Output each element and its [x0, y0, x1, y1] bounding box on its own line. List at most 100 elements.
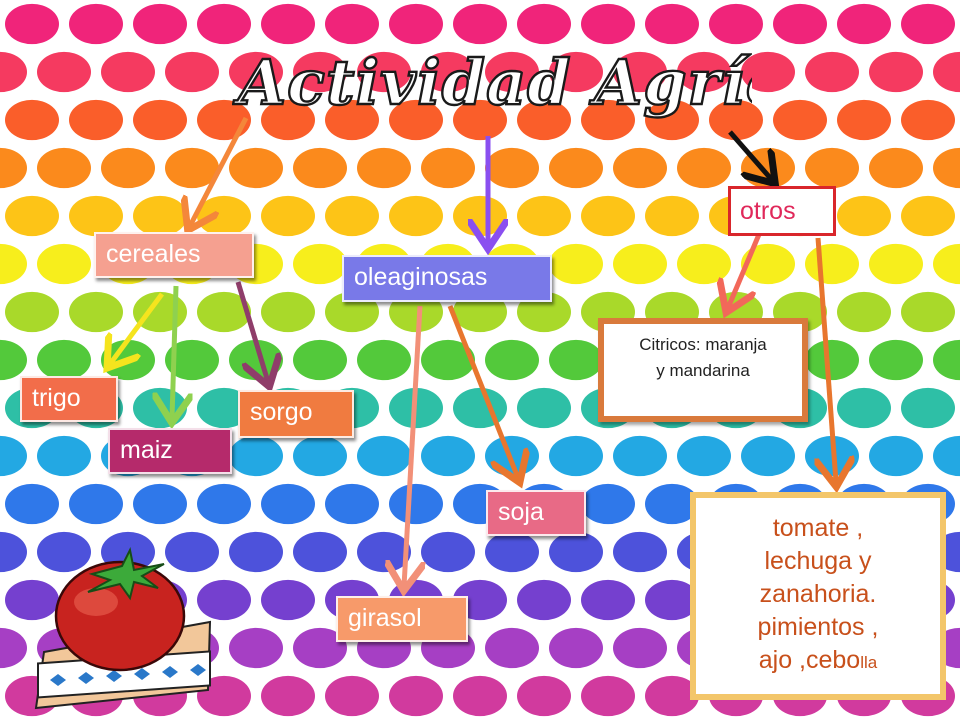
background-dot — [805, 147, 859, 189]
background-dot — [549, 435, 603, 477]
background-dot — [165, 339, 219, 381]
background-dot — [581, 483, 635, 525]
citricos-line-1: Citricos: maranja — [639, 335, 767, 354]
background-dot — [197, 387, 251, 429]
background-dot — [37, 51, 91, 93]
background-dot — [5, 3, 59, 45]
background-dot — [869, 51, 923, 93]
background-dot — [933, 339, 960, 381]
background-dot — [261, 675, 315, 717]
node-soja: soja — [486, 490, 586, 536]
background-dot — [293, 531, 347, 573]
background-dot — [197, 579, 251, 621]
background-dot — [261, 579, 315, 621]
background-dot — [0, 627, 27, 669]
background-dot — [0, 339, 27, 381]
verduras-line-5-main: ajo ,cebo — [758, 646, 861, 674]
background-dot — [933, 243, 960, 285]
background-dot — [293, 243, 347, 285]
background-dot — [357, 51, 411, 93]
background-dot — [581, 99, 635, 141]
background-dot — [293, 147, 347, 189]
background-dot — [293, 51, 347, 93]
background-dot — [389, 195, 443, 237]
background-dot — [0, 51, 27, 93]
background-dot — [357, 147, 411, 189]
background-dot — [261, 291, 315, 333]
verduras-line-1: tomate , — [772, 514, 864, 542]
node-sorgo: sorgo — [238, 390, 354, 438]
background-dot — [261, 99, 315, 141]
background-dot — [517, 675, 571, 717]
background-dot — [325, 99, 379, 141]
background-dot — [549, 339, 603, 381]
background-dot — [645, 3, 699, 45]
background-dot — [645, 579, 699, 621]
verduras-line-2: lechuga y — [764, 547, 872, 575]
background-dot — [709, 3, 763, 45]
background-dot — [645, 195, 699, 237]
background-dot — [69, 99, 123, 141]
background-dot — [293, 435, 347, 477]
background-dot — [165, 51, 219, 93]
background-dot — [709, 99, 763, 141]
background-dot — [325, 3, 379, 45]
background-dot — [0, 435, 27, 477]
background-dot — [229, 147, 283, 189]
node-trigo: trigo — [20, 376, 118, 422]
node-citricos: Citricos: maranja y mandarina — [598, 318, 808, 422]
background-dot — [69, 291, 123, 333]
tomato-highlight — [74, 588, 118, 616]
background-dot — [453, 387, 507, 429]
background-dot — [5, 99, 59, 141]
background-dot — [581, 579, 635, 621]
background-dot — [901, 387, 955, 429]
background-dot — [901, 99, 955, 141]
background-dot — [453, 675, 507, 717]
tomato-clipart — [34, 546, 212, 710]
background-dot — [5, 579, 59, 621]
background-dot — [613, 51, 667, 93]
background-dot — [485, 435, 539, 477]
background-dot — [901, 195, 955, 237]
node-girasol: girasol — [336, 596, 468, 642]
background-dot — [677, 51, 731, 93]
background-dot — [357, 531, 411, 573]
background-dot — [197, 291, 251, 333]
background-dot — [869, 339, 923, 381]
background-dot — [549, 51, 603, 93]
background-dot — [37, 339, 91, 381]
verduras-line-5-small: lla — [860, 653, 878, 672]
background-dot — [869, 435, 923, 477]
background-dot — [101, 339, 155, 381]
background-dot — [5, 291, 59, 333]
background-dot — [741, 243, 795, 285]
background-dot — [229, 531, 283, 573]
background-dot — [133, 483, 187, 525]
background-dot — [677, 243, 731, 285]
background-dot — [261, 195, 315, 237]
background-dot — [933, 147, 960, 189]
background-dot — [933, 435, 960, 477]
background-dot — [485, 51, 539, 93]
background-dot — [485, 339, 539, 381]
background-dot — [389, 3, 443, 45]
background-dot — [517, 387, 571, 429]
verduras-line-3: zanahoria. — [759, 580, 877, 608]
background-dot — [613, 627, 667, 669]
background-dot — [133, 3, 187, 45]
background-dot — [645, 675, 699, 717]
background-dot — [197, 195, 251, 237]
background-dot — [69, 195, 123, 237]
background-dot — [581, 195, 635, 237]
background-dot — [805, 243, 859, 285]
background-dot — [389, 483, 443, 525]
background-dot — [389, 99, 443, 141]
background-dot — [677, 147, 731, 189]
background-dot — [645, 483, 699, 525]
background-dot — [325, 195, 379, 237]
background-dot — [229, 435, 283, 477]
background-dot — [773, 99, 827, 141]
background-dot — [229, 627, 283, 669]
background-dot — [325, 483, 379, 525]
